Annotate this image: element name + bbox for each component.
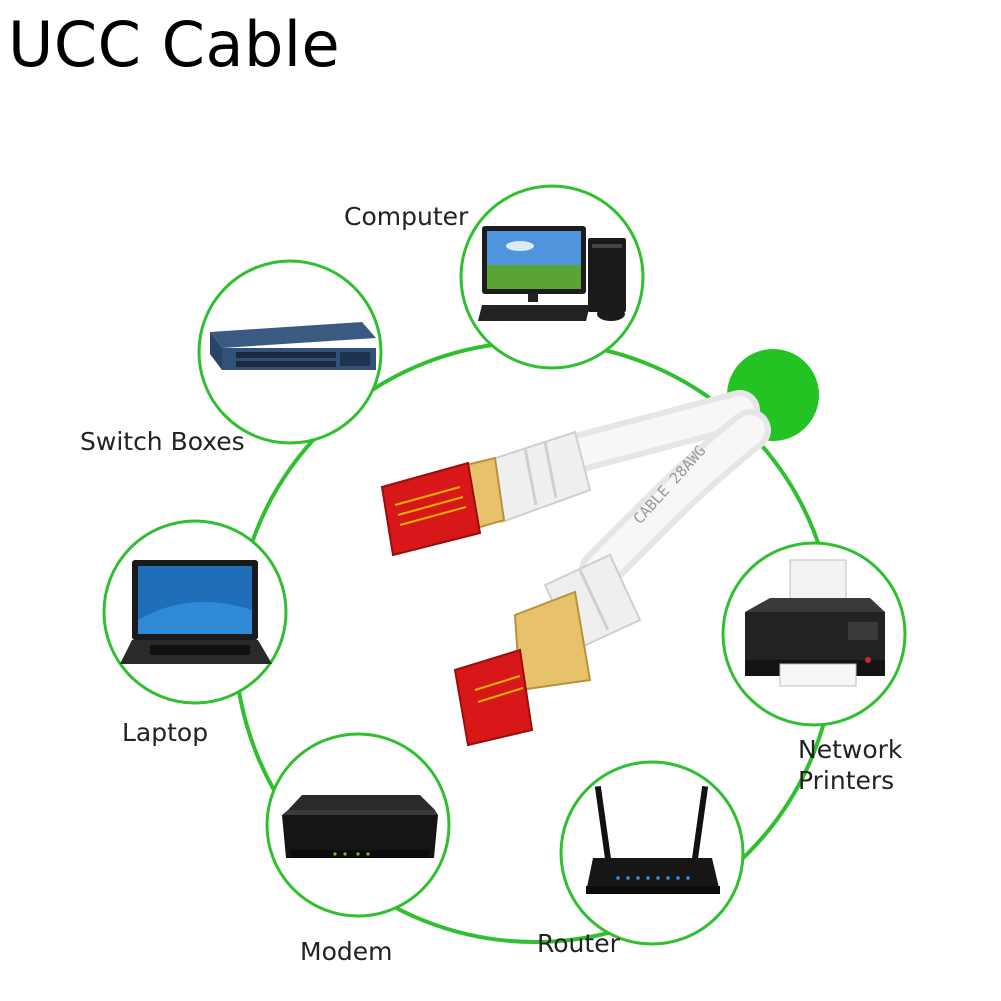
device-label-network-printers-line1: Network (798, 735, 903, 764)
desktop-computer-icon (478, 226, 626, 321)
device-node-laptop (102, 519, 288, 705)
ethernet-cable-icon: CABLE 28AWG (380, 390, 771, 747)
device-node-switch (197, 259, 383, 445)
device-node-modem (265, 732, 451, 918)
device-label-laptop: Laptop (122, 718, 209, 747)
device-node-router (559, 760, 745, 946)
device-label-switch-boxes: Switch Boxes (80, 427, 245, 456)
device-label-modem: Modem (300, 937, 393, 966)
device-node-printer (721, 541, 907, 727)
laptop-icon (120, 560, 272, 664)
printer-icon (745, 559, 885, 687)
device-label-network-printers: Network Printers (798, 734, 902, 797)
page-title: UCC Cable (8, 8, 341, 81)
device-label-router: Router (537, 929, 620, 958)
router-icon (586, 785, 720, 894)
device-label-computer: Computer (344, 202, 469, 231)
device-node-computer (459, 184, 645, 370)
network-switch-icon (210, 322, 376, 370)
modem-icon (282, 795, 438, 858)
device-label-network-printers-line2: Printers (798, 766, 895, 796)
